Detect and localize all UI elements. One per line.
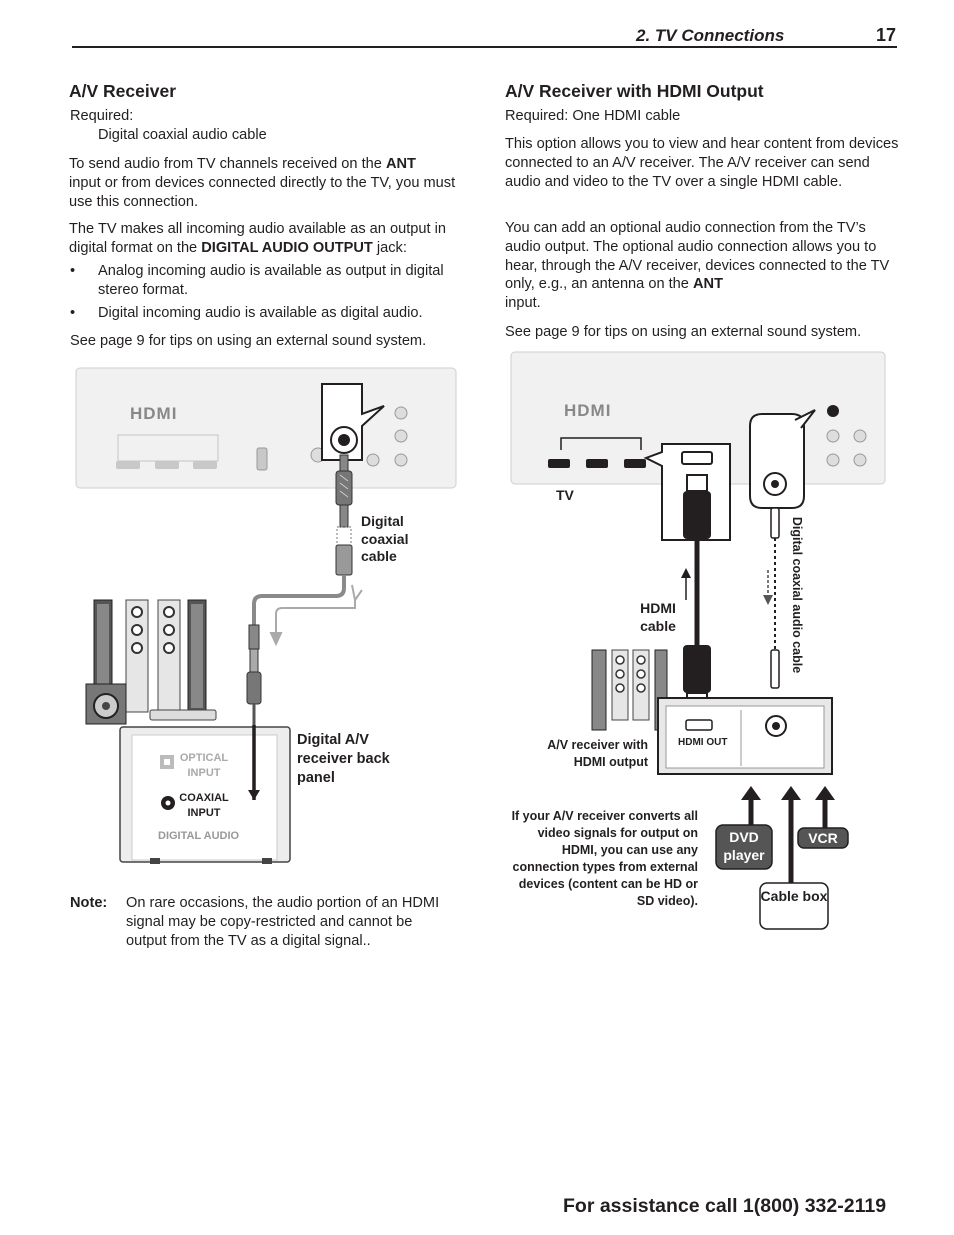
left-para1-a: To send audio from TV channels received … [69,156,386,172]
bullet-dot: • [70,305,76,321]
digital-audio-label: DIGITAL AUDIO [158,830,240,842]
vcr-label: VCR [808,830,838,846]
right-required: Required: One HDMI cable [505,108,681,124]
header-rule [72,46,897,48]
required-item: Digital coaxial audio cable [98,127,267,143]
hdmi-out-label: HDMI OUT [678,737,728,748]
ant-term-right: ANT [692,276,723,293]
label-digital-coaxial-cable-text: Digital coaxial cable [361,513,409,564]
hdmi-logo-right: HDMI [564,401,612,420]
digital-audio-output-term: DIGITAL AUDIO OUTPUT [201,239,373,256]
dvd-player-label: DVD player [723,829,765,863]
left-para2: The TV makes all incoming audio availabl… [69,220,464,258]
left-para1-c: input or from devices connected directly… [69,174,456,210]
coax-audio-label: Digital coaxial audio cable [790,516,804,674]
note-text: On rare occasions, the audio portion of … [126,895,440,949]
right-para2: You can add an optional audio connection… [505,219,900,313]
receiver-label: A/V receiver with HDMI output [547,738,648,769]
coaxial-input-label: COAXIAL INPUT [179,792,229,819]
label-digital-coaxial-cable: Digital coaxial cable [361,513,421,566]
right-see-page: See page 9 for tips on using an external… [505,324,862,340]
conversion-note: If your A/V receiver converts all video … [511,809,698,908]
hdmi-logo: HDMI [130,404,178,423]
assistance-phone: For assistance call 1(800) 332-2119 [563,1195,887,1217]
vcr-box [797,827,849,849]
required-label: Required: [70,108,134,124]
left-para1: To send audio from TV channels received … [69,155,464,211]
left-title: A/V Receiver [69,81,177,101]
page-number: 17 [876,25,897,45]
hdmi-cable-label: HDMI cable [640,600,676,634]
note-label: Note: [70,895,108,911]
right-para2-a: You can add an optional audio connection… [505,220,890,293]
cable-box [759,882,829,930]
cable-box-label: Cable box [760,888,828,904]
right-para2-c: input. [505,295,541,312]
left-see-page: See page 9 for tips on using an external… [70,333,427,349]
section-title: 2. TV Connections [636,26,785,45]
bullet-analog-text: Analog incoming audio is available as ou… [98,263,444,298]
label-receiver-back-panel: Digital A/V receiver back panel [297,732,390,786]
dvd-player-box [715,824,773,870]
tv-label: TV [556,487,574,503]
right-para1: This option allows you to view and hear … [505,136,899,190]
ant-term: ANT [385,156,416,172]
bullet-dot: • [70,263,76,279]
right-title: A/V Receiver with HDMI Output [505,81,764,101]
optical-input-label: OPTICAL INPUT [179,752,229,779]
bullet-digital-text: Digital incoming audio is available as d… [98,305,423,321]
left-para2-a: The TV makes all incoming audio availabl… [69,221,446,256]
left-para2-c: jack: [372,239,407,256]
